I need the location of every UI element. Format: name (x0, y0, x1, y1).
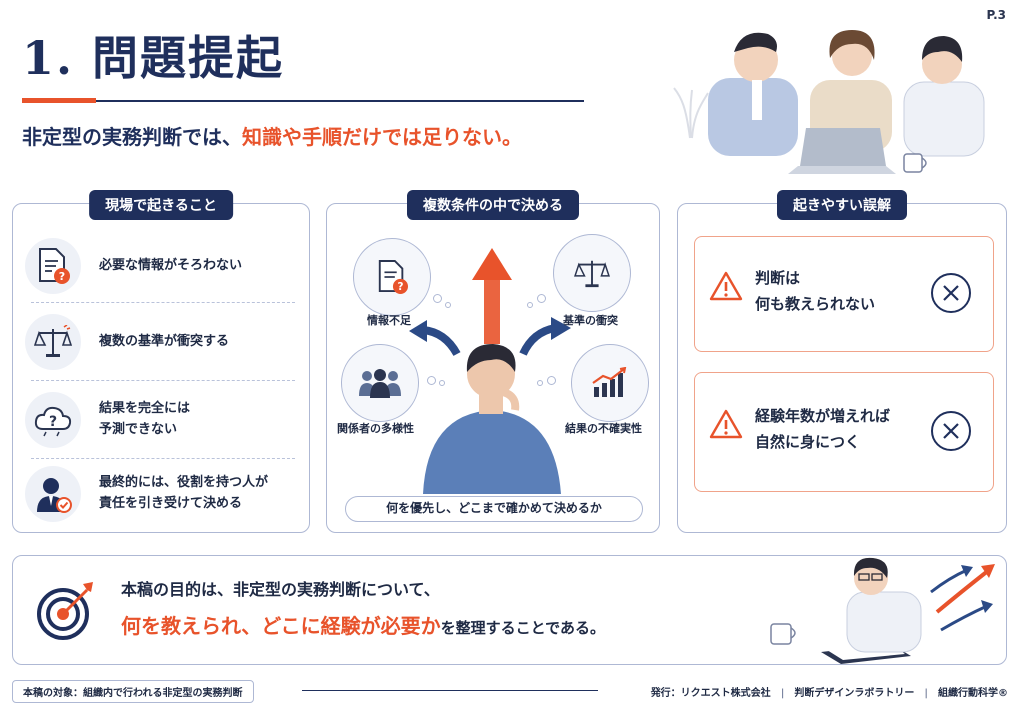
title-underline (22, 100, 584, 102)
svg-text:?: ? (397, 281, 403, 293)
panel-title-misconceptions: 起きやすい誤解 (777, 190, 907, 220)
divider (31, 380, 295, 381)
svg-text:?: ? (59, 270, 65, 283)
misconception-line: 判断は (755, 269, 801, 287)
warning-icon (709, 271, 743, 301)
misconception-text: 判断は 何も教えられない (755, 265, 875, 318)
close-icon (931, 273, 971, 313)
footer-field: 組織行動科学® (938, 688, 1008, 699)
rising-chart-icon (592, 367, 627, 397)
coffee-cup-icon (770, 623, 796, 645)
factor-label: 基準の衝突 (563, 314, 618, 327)
team-discussion-illustration (673, 30, 985, 174)
purpose-highlight: 何を教えられ、どこに経験が必要か (121, 614, 441, 638)
people-group-icon (359, 369, 401, 398)
decision-arrows (409, 248, 571, 494)
issue-item: ? 結果を完全には 予測できない (25, 384, 297, 456)
page-number: P.3 (986, 8, 1007, 22)
svg-text:?: ? (49, 414, 57, 430)
decision-caption: 何を優先し、どこまで確かめて決めるか (345, 496, 643, 522)
misconception-line: 経験年数が増えれば (755, 407, 891, 425)
purpose-line1: 本稿の目的は、非定型の実務判断について、 (121, 580, 440, 599)
page-title: 1. 問題提起 (22, 31, 285, 85)
missing-document-icon: ? (378, 260, 408, 294)
subtitle-highlight: 知識や手順だけでは足りない。 (242, 125, 522, 149)
issue-item: 最終的には、役割を持つ人が 責任を引き受けて決める (25, 458, 297, 530)
issue-text: 必要な情報がそろわない (99, 257, 243, 273)
misconception-text: 経験年数が増えれば 自然に身につく (755, 403, 890, 456)
misconception-card: 判断は 何も教えられない (694, 236, 994, 352)
coffee-cup-icon (903, 153, 927, 173)
subtitle: 非定型の実務判断では、知識や手順だけでは足りない。 (22, 121, 522, 150)
factor-label: 結果の不確実性 (565, 422, 642, 435)
responsible-person-icon (25, 466, 81, 522)
laptop-icon (788, 128, 896, 174)
close-icon (931, 411, 971, 451)
issue-text: 複数の基準が衝突する (99, 333, 230, 349)
plant-icon (673, 87, 709, 139)
purpose-box: 本稿の目的は、非定型の実務判断について、 何を教えられ、どこに経験が必要かを整理… (12, 555, 1007, 665)
subtitle-plain: 非定型の実務判断では、 (22, 125, 242, 149)
issue-item: ? 必要な情報がそろわない (25, 230, 297, 302)
person-writing-illustration (770, 557, 995, 664)
footer-rule (302, 690, 598, 691)
factor-uncertainty-bubble (571, 344, 649, 422)
factor-missing-info-bubble: ? (353, 238, 431, 316)
title-underline-accent (22, 98, 96, 103)
factor-criteria-conflict-bubble (553, 234, 631, 312)
misconception-line: 自然に身につく (755, 433, 861, 452)
panel-field-issues: 現場で起きること ? 必要な情報がそろわない (12, 190, 310, 533)
panel-decision-conditions: 複数条件の中で決める ? 情報不足 (326, 190, 660, 533)
balance-scale-icon (574, 260, 610, 288)
purpose-rest: を整理することである。 (440, 619, 606, 637)
issue-text: 結果を完全には 予測できない (99, 401, 191, 437)
target-icon (37, 582, 93, 640)
footer-publisher: 発行：リクエスト株式会社 (650, 688, 771, 699)
missing-document-icon: ? (25, 238, 81, 294)
purpose-line2: 何を教えられ、どこに経験が必要かを整理することである。 (121, 610, 605, 639)
balance-scale-icon (25, 314, 81, 370)
footer-lab: 判断デザインラボラトリー (794, 688, 915, 699)
issue-text: 最終的には、役割を持つ人が 責任を引き受けて決める (99, 475, 269, 511)
warning-icon (709, 409, 743, 439)
person-illustration (708, 32, 798, 156)
panel-misconceptions: 起きやすい誤解 判断は 何も教えられない 経験年数が増えれば 自然に身につく (677, 190, 1007, 533)
uncertain-cloud-icon: ? (25, 392, 81, 448)
factor-stakeholder-bubble (341, 344, 419, 422)
panel-title-decision-conditions: 複数条件の中で決める (407, 190, 579, 220)
factor-label: 情報不足 (367, 314, 411, 327)
misconception-card: 経験年数が増えれば 自然に身につく (694, 372, 994, 492)
panel-title-field-issues: 現場で起きること (89, 190, 233, 220)
person-illustration (903, 36, 985, 157)
issue-item: 複数の基準が衝突する (25, 306, 297, 378)
footer-credits: 発行：リクエスト株式会社|判断デザインラボラトリー|組織行動科学® (650, 688, 1008, 699)
factor-label: 関係者の多様性 (337, 422, 414, 435)
divider (31, 458, 295, 459)
divider (31, 302, 295, 303)
misconception-line: 何も教えられない (755, 295, 876, 314)
footer-scope: 本稿の対象：組織内で行われる非定型の実務判断 (12, 680, 254, 703)
